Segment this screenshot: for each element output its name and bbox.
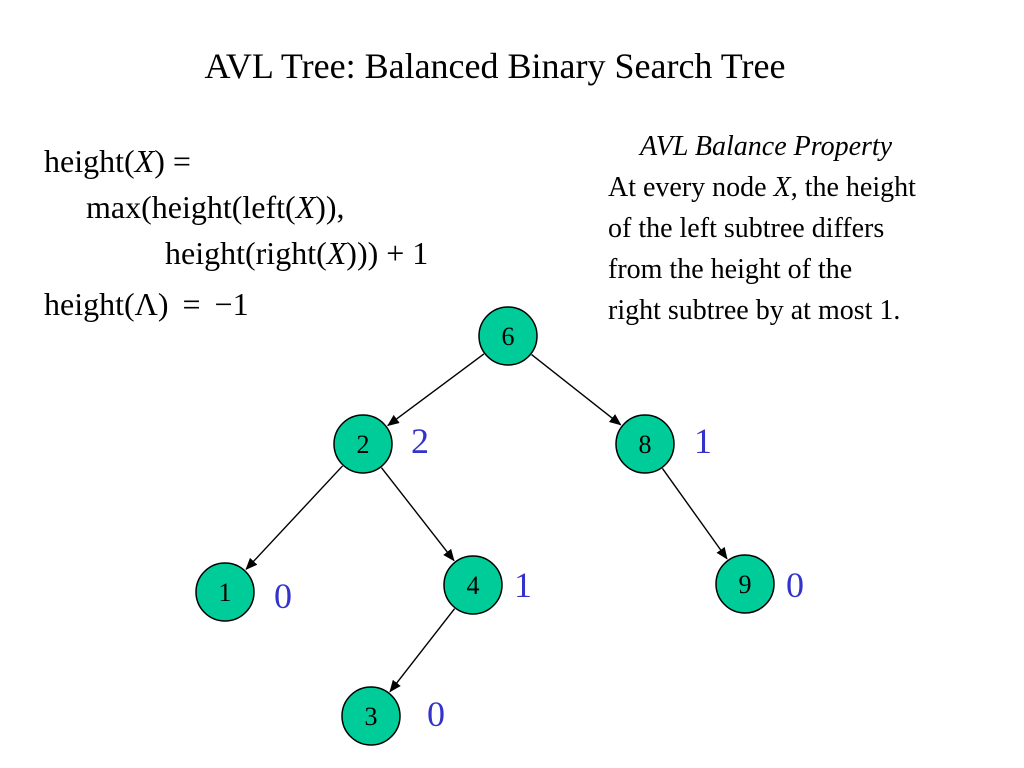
tree-node-height-label: 0 — [786, 565, 804, 605]
balance-property-line-2: of the left subtree differs — [608, 213, 885, 244]
height-formula-line-3: height(right(X))) + 1 — [165, 233, 428, 273]
tree-node-key: 6 — [502, 322, 515, 351]
tree-node-circle — [615, 414, 675, 474]
empty-tree-height-formula: height(Λ) = −1 — [44, 284, 249, 324]
balance-property-line-3: from the height of the — [608, 254, 853, 285]
height-formula-line-1: height(X) = — [44, 141, 191, 181]
formula-variable-x: X — [134, 143, 155, 179]
tree-node-circle — [478, 306, 538, 366]
tree-node-key: 4 — [467, 571, 480, 600]
tree-edge-n6-n8 — [531, 354, 622, 426]
formula-variable-x: X — [326, 235, 347, 271]
tree-node-height-label: 2 — [411, 421, 429, 461]
tree-node-height-label: 0 — [274, 576, 292, 616]
tree-node-height-label: 1 — [694, 421, 712, 461]
formula-equals: = — [182, 286, 201, 322]
tree-node-circle — [195, 562, 255, 622]
tree-node-height-label: 0 — [427, 694, 445, 734]
tree-node-circle — [715, 554, 775, 614]
tree-node-circle — [333, 414, 393, 474]
slide-title: AVL Tree: Balanced Binary Search Tree — [204, 46, 786, 86]
tree-edge-n8-n9 — [661, 468, 728, 560]
balance-property-title: AVL Balance Property — [640, 131, 893, 162]
formula-text: ) = — [154, 143, 191, 179]
property-text: At every node — [608, 172, 774, 203]
tree-node-key: 3 — [365, 702, 378, 731]
height-formula-line-2: max(height(left(X)), — [86, 187, 345, 227]
property-text: , the height — [790, 172, 916, 203]
formula-text: height( — [44, 143, 135, 179]
formula-text: height(Λ) — [44, 286, 169, 322]
property-variable-x: X — [773, 172, 791, 203]
tree-edge-n4-n3 — [389, 608, 456, 693]
tree-node-key: 9 — [739, 570, 752, 599]
tree-edge-n2-n1 — [245, 465, 344, 571]
balance-property-line-4: right subtree by at most 1. — [608, 295, 901, 326]
tree-node-6: 6 — [478, 306, 538, 366]
formula-text: max(height(left( — [86, 189, 296, 225]
formula-text: ))) + 1 — [346, 235, 429, 271]
balance-property-line-1: At every node X, the height — [608, 171, 916, 205]
tree-node-key: 2 — [357, 430, 370, 459]
formula-text: height(right( — [165, 235, 327, 271]
tree-edge-n6-n2 — [387, 353, 485, 427]
tree-edge-n2-n4 — [380, 467, 455, 562]
tree-node-height-label: 1 — [514, 565, 532, 605]
formula-text: )), — [315, 189, 345, 225]
formula-value: −1 — [214, 286, 249, 322]
tree-edges — [245, 353, 728, 693]
formula-variable-x: X — [295, 189, 316, 225]
tree-node-circle — [341, 686, 401, 746]
tree-node-circle — [443, 555, 503, 615]
tree-node-key: 8 — [639, 430, 652, 459]
tree-node-key: 1 — [219, 578, 232, 607]
